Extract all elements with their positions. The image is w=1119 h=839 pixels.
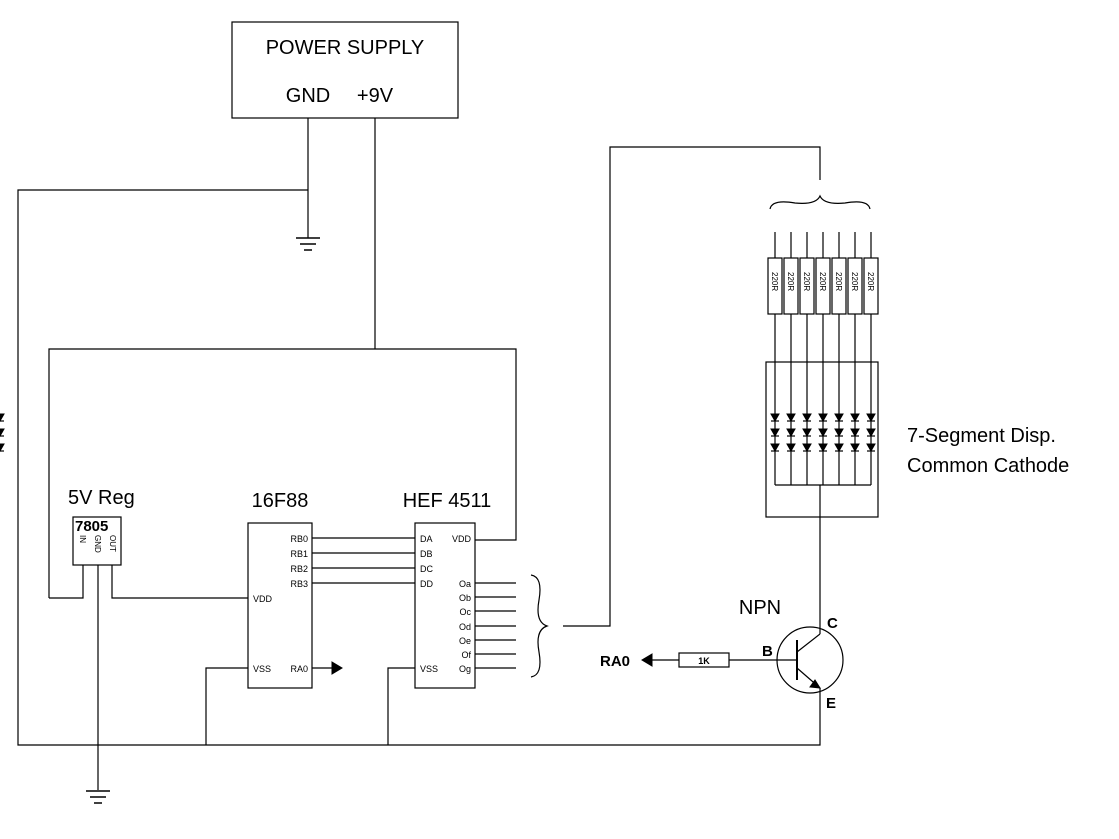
display-label-line1: 7-Segment Disp. [907,425,1056,447]
power-supply-gnd-label: GND [286,85,330,107]
power-supply-9v-label: +9V [357,85,394,107]
led-column [770,413,780,452]
segment-resistor [863,257,879,315]
led-column [818,413,828,452]
output-bus-brace [530,574,549,678]
wires [17,118,872,790]
decoder-pin-od: Od [459,622,471,632]
mcu-pin-rb0: RB0 [290,534,308,544]
segment-resistor-label: 220R [850,272,859,291]
led-column [866,413,876,452]
decoder-label: HEF 4511 [403,490,492,512]
segment-bus-brace [769,194,871,210]
decoder-pin-vdd: VDD [452,534,472,544]
decoder-pin-db: DB [420,549,433,559]
mcu-label: 16F88 [252,490,309,512]
segment-resistor-label: 220R [802,272,811,291]
regulator-pin-out: OUT [108,535,117,552]
segment-resistor-label: 220R [770,272,779,291]
base-resistor: 1K [678,652,730,668]
regulator-pin-in: IN [78,535,87,543]
bcd-decoder: HEF 4511 DA DB DC DD VSS VDD Oa Ob Oc Od… [403,490,492,689]
segment-resistor [767,257,783,315]
regulator-part: 7805 [75,518,108,535]
led-column [802,413,812,452]
power-supply: POWER SUPPLY GND +9V [231,21,459,119]
mcu-pin-rb1: RB1 [290,549,308,559]
ground-symbol-bottom [85,790,111,804]
ra0-arrow-icon [331,661,343,675]
decoder-pin-ob: Ob [459,593,471,603]
decoder-pin-dd: DD [420,579,433,589]
emitter-arrow-icon [809,679,821,689]
segment-resistor [831,257,847,315]
segment-resistor-label: 220R [866,272,875,291]
ra0-signal-label: RA0 [600,653,630,670]
base-resistor-label: 1K [698,656,710,666]
segment-resistor-label: 220R [786,272,795,291]
decoder-pin-oa: Oa [459,579,471,589]
regulator-label: 5V Reg [68,487,135,509]
segment-resistor-array: 220R 220R 220R 220R 220R 220R 220R [767,257,879,315]
led-column [850,413,860,452]
collector-label: C [827,615,838,632]
segment-resistor [799,257,815,315]
display-label-line2: Common Cathode [907,455,1069,477]
microcontroller: 16F88 VDD VSS RB0 RB1 RB2 RB3 RA0 [247,490,343,689]
decoder-pin-da: DA [420,534,433,544]
voltage-regulator: 5V Reg 7805 IN GND OUT [68,487,135,566]
led-column [834,413,844,452]
decoder-pin-of: Of [461,650,471,660]
led-column [0,413,5,453]
regulator-pin-gnd: GND [93,535,102,553]
decoder-pin-oc: Oc [459,607,471,617]
base-label: B [762,643,773,660]
npn-transistor: NPN C B E [739,597,844,712]
decoder-pin-oe: Oe [459,636,471,646]
ground-symbol-top [295,237,321,251]
emitter-label: E [826,695,836,712]
mcu-pin-ra0: RA0 [290,664,308,674]
ra0-input-arrow-icon [641,653,653,667]
decoder-pin-vss: VSS [420,664,438,674]
segment-resistor [783,257,799,315]
transistor-type-label: NPN [739,597,781,619]
mcu-pin-vss: VSS [253,664,271,674]
mcu-pin-rb3: RB3 [290,579,308,589]
segment-resistor-label: 220R [834,272,843,291]
mcu-pin-vdd: VDD [253,594,273,604]
decoder-pin-dc: DC [420,564,433,574]
segment-resistor-label: 220R [818,272,827,291]
decoder-pin-og: Og [459,664,471,674]
segment-resistor [815,257,831,315]
led-column [786,413,796,452]
mcu-pin-rb2: RB2 [290,564,308,574]
segment-resistor [847,257,863,315]
seven-segment-display: 7-Segment Disp. Common Cathode [0,361,1069,518]
power-supply-title: POWER SUPPLY [266,37,425,59]
